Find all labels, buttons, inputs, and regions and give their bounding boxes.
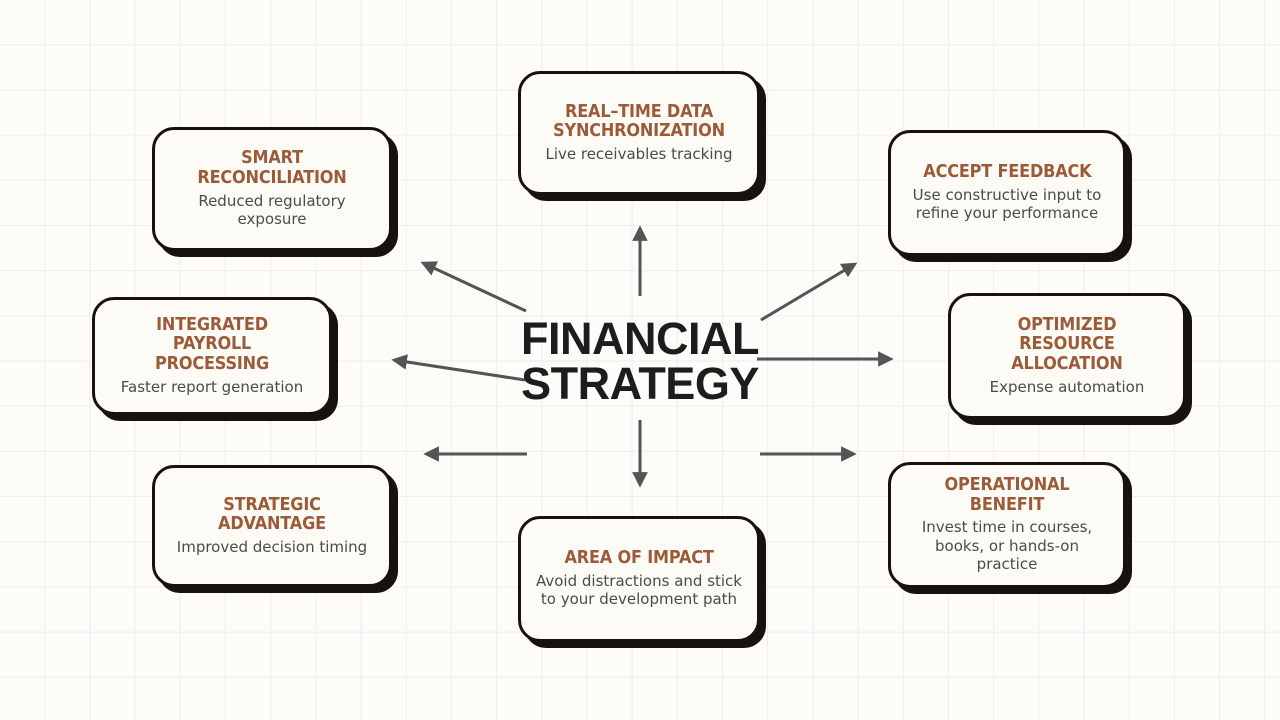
node-operational-benefit[interactable]: OPERATIONAL BENEFIT Invest time in cours…: [888, 462, 1126, 588]
node-optimized-resource-allocation[interactable]: OPTIMIZED RESOURCE ALLOCATION Expense au…: [948, 293, 1186, 419]
connector-to-accept-feedback: [760, 262, 858, 322]
node-title: OPERATIONAL BENEFIT: [944, 475, 1070, 515]
node-title: AREA OF IMPACT: [564, 548, 714, 569]
node-description: Expense automation: [989, 377, 1145, 396]
node-smart-reconciliation[interactable]: SMART RECONCILIATION Reduced regulatory …: [152, 127, 392, 251]
node-description: Reduced regulatory exposure: [198, 191, 346, 229]
node-title: ACCEPT FEEDBACK: [922, 162, 1092, 183]
node-description: Faster report generation: [120, 377, 304, 396]
node-area-of-impact[interactable]: AREA OF IMPACT Avoid distractions and st…: [518, 516, 760, 642]
node-description: Use constructive input to refine your pe…: [912, 185, 1102, 223]
node-title: INTEGRATED PAYROLL PROCESSING: [154, 314, 269, 374]
node-description: Live receivables tracking: [545, 144, 733, 163]
node-accept-feedback[interactable]: ACCEPT FEEDBACK Use constructive input t…: [888, 130, 1126, 256]
node-title: STRATEGIC ADVANTAGE: [218, 494, 326, 535]
center-title: FINANCIAL STRATEGY: [521, 313, 759, 409]
node-title: REAL–TIME DATA SYNCHRONIZATION: [553, 101, 725, 142]
node-description: Improved decision timing: [176, 537, 368, 556]
node-description: Invest time in courses, books, or hands-…: [921, 518, 1093, 574]
node-title: OPTIMIZED RESOURCE ALLOCATION: [1011, 314, 1123, 374]
node-description: Avoid distractions and stick to your dev…: [536, 571, 742, 609]
connector-to-smart-reconciliation: [420, 261, 527, 313]
node-strategic-advantage[interactable]: STRATEGIC ADVANTAGE Improved decision ti…: [152, 465, 392, 587]
node-real-time-data-synchronization[interactable]: REAL–TIME DATA SYNCHRONIZATION Live rece…: [518, 71, 760, 195]
node-integrated-payroll-processing[interactable]: INTEGRATED PAYROLL PROCESSING Faster rep…: [92, 297, 332, 415]
node-title: SMART RECONCILIATION: [197, 148, 347, 188]
